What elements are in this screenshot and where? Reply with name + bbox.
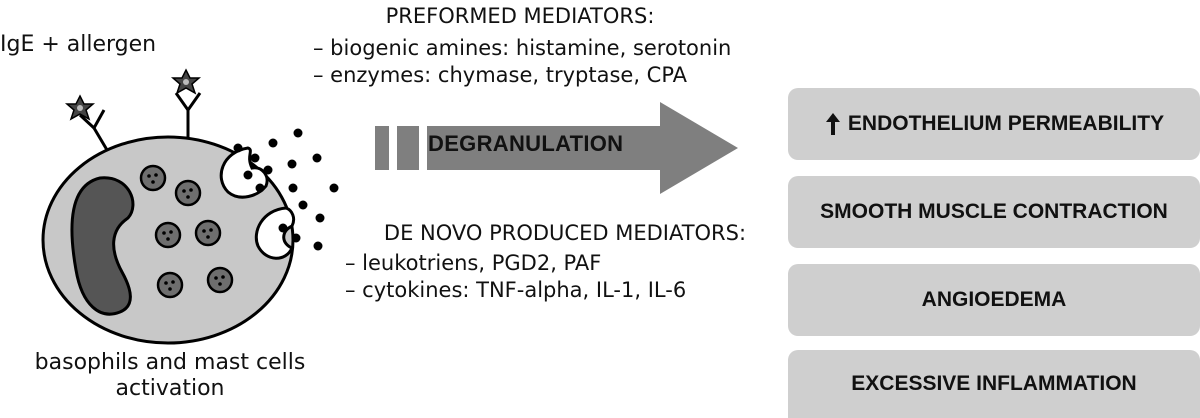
effect-label: ANGIOEDEMA [921, 288, 1067, 311]
cell-nucleus [70, 176, 135, 316]
effect-angioedema: ANGIOEDEMA [788, 264, 1200, 336]
degranulation-label: DEGRANULATION [428, 131, 624, 156]
cell-caption-line1: basophils and mast cells [34, 350, 306, 375]
effect-label: EXCESSIVE INFLAMMATION [851, 372, 1137, 395]
de-novo-mediators-list: – leukotriens, PGD2, PAF – cytokines: TN… [345, 250, 686, 304]
degranulation-arrow [375, 102, 738, 194]
effect-endothelium-permeability: ENDOTHELIUM PERMEABILITY [788, 88, 1200, 160]
ige-antibody-right [174, 92, 202, 140]
effect-excessive-inflammation: EXCESSIVE INFLAMMATION [788, 350, 1200, 418]
de-novo-item: – cytokines: TNF-alpha, IL-1, IL-6 [345, 278, 687, 302]
up-arrow-icon [825, 113, 840, 135]
cell-caption-line2: activation [115, 376, 225, 401]
preformed-mediators-title: PREFORMED MEDIATORS: [385, 4, 655, 28]
preformed-item: – biogenic amines: histamine, serotonin [313, 36, 732, 60]
mast-cell-diagram [41, 68, 738, 345]
effect-label: ENDOTHELIUM PERMEABILITY [847, 112, 1165, 135]
de-novo-item: – leukotriens, PGD2, PAF [345, 251, 602, 275]
cell-granules [139, 164, 234, 299]
de-novo-mediators-title: DE NOVO PRODUCED MEDIATORS: [383, 221, 747, 245]
granule-release-pocket-upper [219, 146, 269, 199]
released-granules [233, 128, 339, 251]
effect-smooth-muscle-contraction: SMOOTH MUSCLE CONTRACTION [788, 176, 1200, 248]
preformed-mediators-list: – biogenic amines: histamine, serotonin … [313, 35, 731, 89]
preformed-item: – enzymes: chymase, tryptase, CPA [313, 63, 688, 87]
ige-allergen-label: IgE + allergen [0, 32, 157, 57]
cell-caption: basophils and mast cells activation [0, 350, 340, 402]
granule-release-pocket-lower [254, 206, 296, 260]
effect-label: SMOOTH MUSCLE CONTRACTION [820, 200, 1168, 223]
